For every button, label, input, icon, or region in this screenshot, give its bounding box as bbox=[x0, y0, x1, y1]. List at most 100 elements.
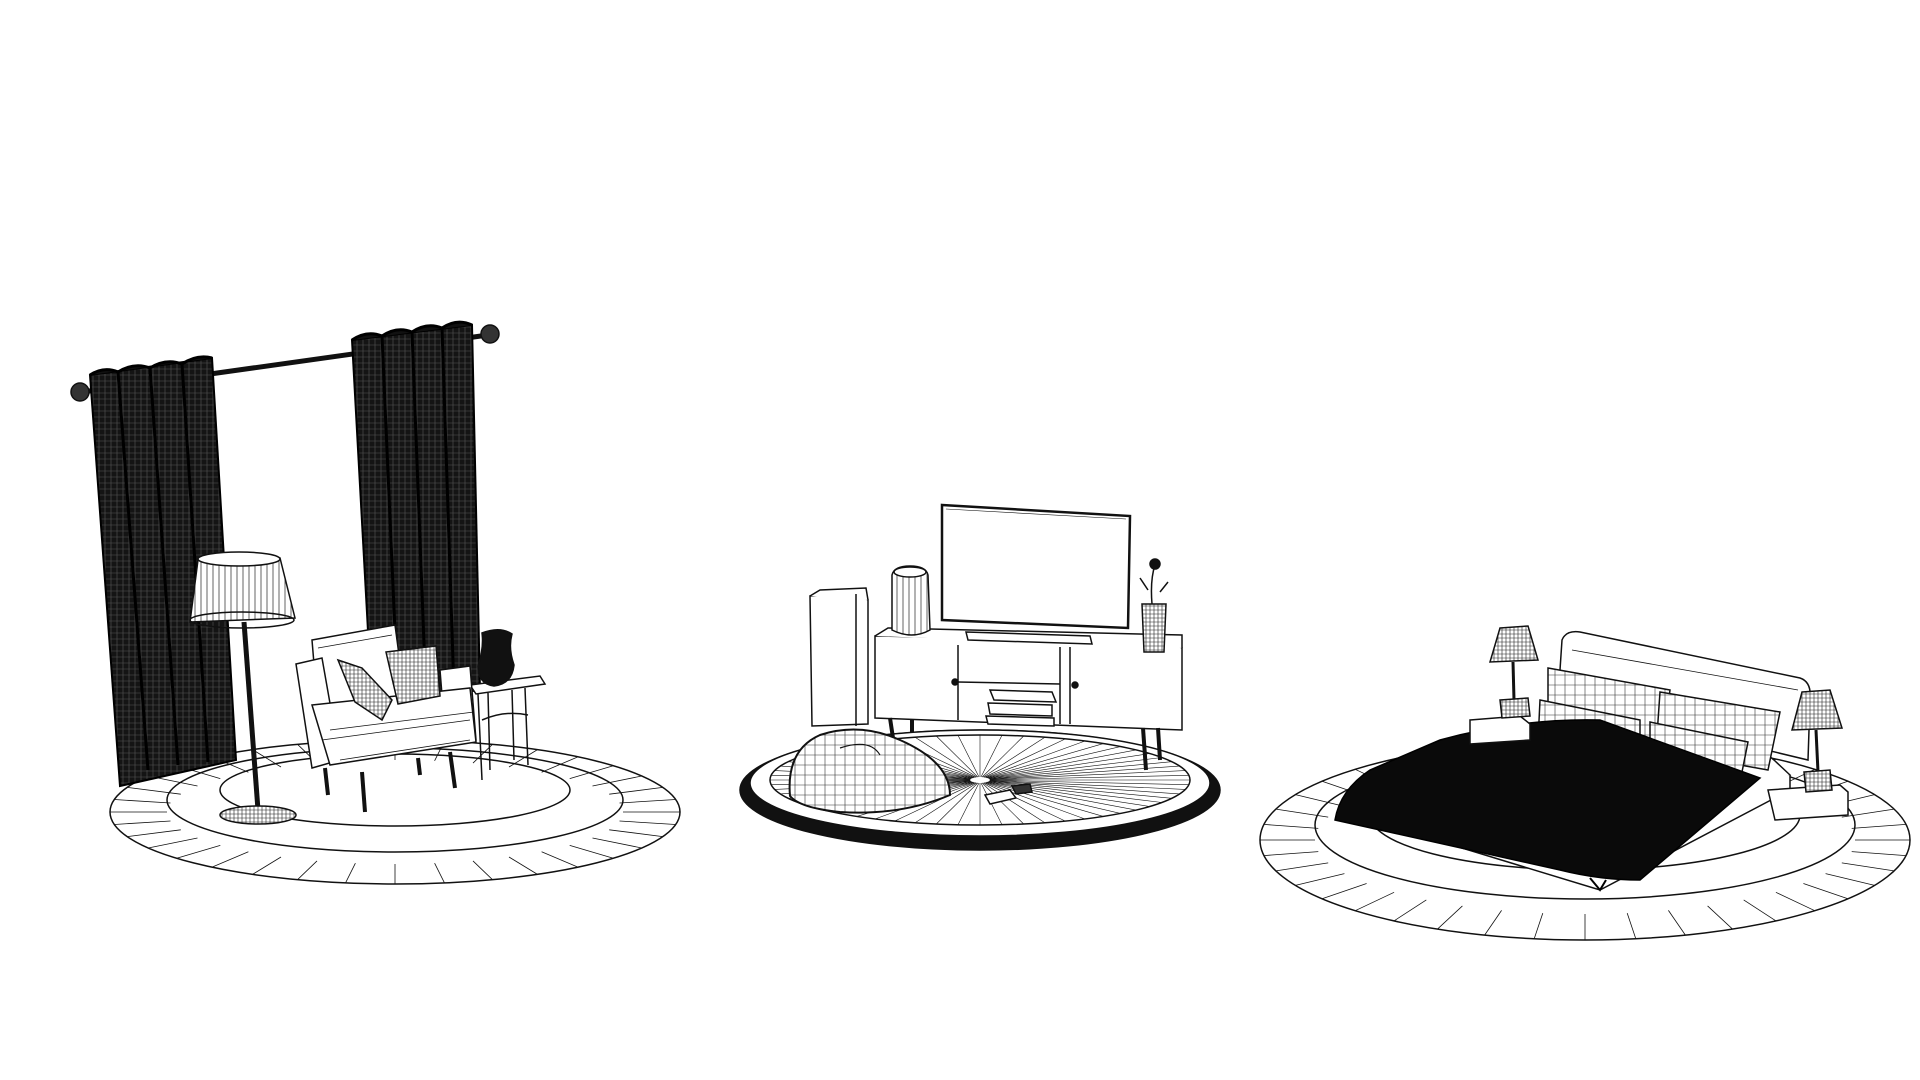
rug-pattern-line bbox=[508, 856, 538, 875]
rug-pattern-line bbox=[983, 782, 1066, 822]
rug-pattern-line bbox=[1263, 824, 1319, 829]
rug-pattern-line bbox=[114, 799, 171, 804]
rug-pattern-line bbox=[981, 782, 1024, 825]
nightstand-left bbox=[1469, 715, 1531, 745]
rug-pattern-line bbox=[1484, 910, 1502, 936]
rug-pattern-line bbox=[252, 856, 282, 875]
rug-pattern-line bbox=[472, 860, 493, 880]
rug-pattern-line bbox=[982, 736, 1046, 778]
rug-pattern-line bbox=[1803, 883, 1849, 900]
rug-pattern-line bbox=[592, 837, 642, 849]
rug-pattern-line bbox=[1321, 883, 1367, 900]
rug-pattern-line bbox=[982, 782, 1046, 824]
rug-pattern-line bbox=[1393, 899, 1427, 922]
rug-pattern-line bbox=[1533, 912, 1544, 939]
rug-pattern-line bbox=[609, 829, 663, 837]
rug-pattern-line bbox=[434, 863, 445, 884]
rug-pattern-line bbox=[1825, 873, 1875, 886]
rug-pattern-line bbox=[894, 782, 977, 822]
rug-pattern-line bbox=[1841, 862, 1895, 872]
rug-pattern-line bbox=[984, 782, 1086, 820]
rug-pattern-line bbox=[985, 782, 1104, 817]
speaker-tower bbox=[809, 587, 869, 727]
tv-area-group bbox=[739, 503, 1221, 851]
rug-pattern-line bbox=[914, 782, 978, 824]
rug-pattern-line bbox=[987, 749, 1137, 779]
rug-pattern-line bbox=[989, 765, 1180, 780]
table-lamp-right bbox=[1791, 689, 1844, 793]
game-controllers bbox=[983, 783, 1033, 805]
rug-pattern-line bbox=[989, 780, 1180, 795]
rug-pattern-line bbox=[1626, 912, 1637, 939]
rug-pattern-line bbox=[989, 761, 1172, 780]
rug-pattern-line bbox=[1263, 851, 1319, 856]
bedroom-group bbox=[1259, 625, 1911, 941]
rug-pattern-line bbox=[569, 765, 614, 779]
rug-pattern-line bbox=[127, 787, 181, 795]
rug-pattern-line bbox=[989, 770, 1186, 780]
curtain-right bbox=[350, 320, 482, 706]
rug-pattern-line bbox=[619, 820, 676, 825]
soundbar bbox=[965, 631, 1093, 645]
armchair-pillow-right bbox=[385, 645, 441, 705]
rug-pattern-line bbox=[148, 837, 198, 849]
bean-bag bbox=[788, 728, 952, 814]
rug-pattern-line bbox=[981, 735, 1024, 778]
rug-pattern-line bbox=[592, 775, 642, 787]
rug-pattern-line bbox=[1275, 808, 1329, 818]
reading-corner-group bbox=[70, 320, 681, 885]
table-lamp-left bbox=[1488, 625, 1539, 719]
rug-pattern-line bbox=[1295, 794, 1345, 807]
rug-pattern-line bbox=[914, 736, 978, 778]
rug-pattern-line bbox=[1743, 899, 1777, 922]
rug-pattern-line bbox=[989, 775, 1189, 780]
rug-pattern-line bbox=[1851, 851, 1907, 856]
rug-pattern-line bbox=[345, 863, 356, 884]
rug-pattern-line bbox=[211, 851, 249, 868]
rug-pattern-line bbox=[1437, 905, 1463, 930]
rug-pattern-line bbox=[252, 749, 282, 768]
rug-pattern-line bbox=[988, 757, 1162, 779]
ceramic-jar bbox=[891, 565, 931, 636]
rug-pattern-line bbox=[114, 820, 171, 825]
rug-pattern-line bbox=[985, 743, 1104, 778]
rug-pattern-line bbox=[1841, 808, 1895, 818]
rug-pattern-line bbox=[1851, 824, 1907, 829]
rug-pattern-line bbox=[984, 740, 1086, 778]
curtain-left bbox=[88, 355, 238, 788]
rug-pattern-line bbox=[297, 860, 318, 880]
rug-pattern-line bbox=[541, 756, 579, 773]
flower-vase bbox=[1139, 558, 1169, 653]
rug-pattern-line bbox=[1707, 905, 1733, 930]
vase-dark bbox=[477, 629, 515, 687]
rug-pattern-line bbox=[957, 735, 980, 778]
rug-pattern-line bbox=[980, 735, 1003, 778]
rug-pattern-line bbox=[988, 753, 1150, 779]
rug-pattern-line bbox=[936, 782, 979, 825]
side-table bbox=[468, 675, 547, 781]
rug-pattern-line bbox=[127, 829, 181, 837]
rug-pattern-line bbox=[569, 845, 614, 859]
rug-pattern-line bbox=[1275, 862, 1329, 872]
rug-pattern-line bbox=[619, 799, 676, 804]
rug-pattern-line bbox=[1295, 873, 1345, 886]
rug-pattern-line bbox=[1668, 910, 1686, 936]
round-rug-left bbox=[109, 739, 681, 885]
rug-pattern-line bbox=[989, 780, 1172, 799]
floor-lamp bbox=[189, 551, 297, 825]
rug-pattern-line bbox=[986, 746, 1121, 779]
rug-pattern-line bbox=[989, 780, 1189, 785]
rug-pattern-line bbox=[989, 780, 1186, 790]
rug-pattern-line bbox=[176, 845, 221, 859]
rug-pattern-line bbox=[609, 787, 663, 795]
rug-pattern-line bbox=[957, 782, 980, 825]
rug-pattern-line bbox=[936, 735, 979, 778]
armchair-pillow-left bbox=[336, 658, 393, 722]
rug-pattern-line bbox=[983, 738, 1066, 778]
rug-pattern-line bbox=[541, 851, 579, 868]
rug-pattern-line bbox=[1775, 891, 1815, 912]
television bbox=[940, 503, 1132, 630]
rug-pattern-line bbox=[986, 781, 1121, 814]
